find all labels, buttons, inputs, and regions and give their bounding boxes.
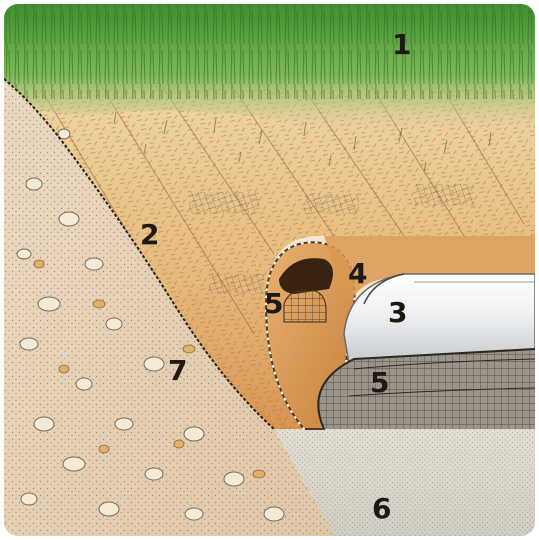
label-7: 7 xyxy=(168,354,187,387)
label-4: 4 xyxy=(348,257,367,290)
label-2: 2 xyxy=(140,218,159,251)
mesh-wrapped-roll xyxy=(318,349,535,429)
label-5-outer: 5 xyxy=(370,366,389,399)
drainage-diagram: 1 2 3 4 5 5 6 7 xyxy=(4,4,535,536)
label-6: 6 xyxy=(372,492,391,525)
label-3: 3 xyxy=(388,296,407,329)
label-5-inner: 5 xyxy=(264,287,283,320)
label-1: 1 xyxy=(392,28,411,61)
illustration-frame: 1 2 3 4 5 5 6 7 xyxy=(4,4,535,536)
